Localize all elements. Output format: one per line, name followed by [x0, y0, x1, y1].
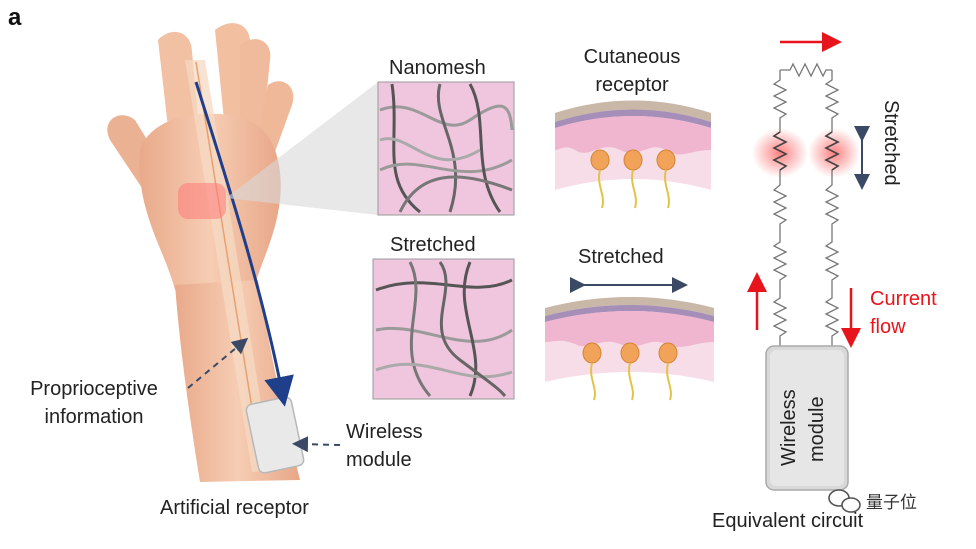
- cutaneous-label-line1: Cutaneous: [583, 46, 681, 68]
- wireless-label-line1: Wireless: [346, 421, 423, 443]
- skin-cross-section-stretched: [545, 297, 714, 401]
- left-stretch-glow: [752, 128, 808, 178]
- right-resistor-chain: [824, 70, 840, 348]
- stretched-mesh-label: Stretched: [390, 234, 476, 256]
- watermark-text: 量子位: [866, 493, 917, 513]
- zoom-cone: [226, 82, 378, 215]
- equivalent-circuit-caption: Equivalent circuit: [712, 510, 864, 532]
- artificial-receptor-caption: Artificial receptor: [160, 497, 309, 519]
- proprioceptive-callout: [187, 337, 249, 389]
- stretched-skin-label: Stretched: [578, 246, 664, 268]
- watermark-icon: [828, 489, 861, 513]
- module-label-line2: module: [806, 396, 828, 462]
- cutaneous-label-line2: receptor: [595, 74, 669, 96]
- current-flow-label-line1: Current: [870, 288, 937, 310]
- wireless-label-line2: module: [346, 449, 412, 471]
- sensor-trace: [195, 61, 263, 471]
- module-label-line1: Wireless: [778, 389, 800, 466]
- stretched-mesh-panel: [372, 258, 515, 400]
- wireless-callout: [292, 436, 341, 453]
- proprioceptive-label-line1: Proprioceptive: [30, 378, 158, 400]
- proprioception-arrow: [194, 81, 294, 407]
- current-flow-label-line2: flow: [870, 316, 906, 338]
- nanomesh-panel: [377, 81, 515, 216]
- left-resistor-chain: [772, 70, 788, 348]
- panel-letter: a: [8, 4, 22, 31]
- right-stretch-glow: [808, 128, 860, 178]
- highlight-patch: [178, 183, 226, 219]
- nanomesh-label: Nanomesh: [389, 57, 486, 79]
- skin-cross-section-relaxed: [555, 100, 711, 209]
- hand-illustration: [107, 23, 341, 482]
- proprioceptive-label-line2: information: [44, 406, 144, 428]
- equivalent-circuit: [747, 32, 870, 491]
- circuit-stretched-label: Stretched: [880, 100, 902, 186]
